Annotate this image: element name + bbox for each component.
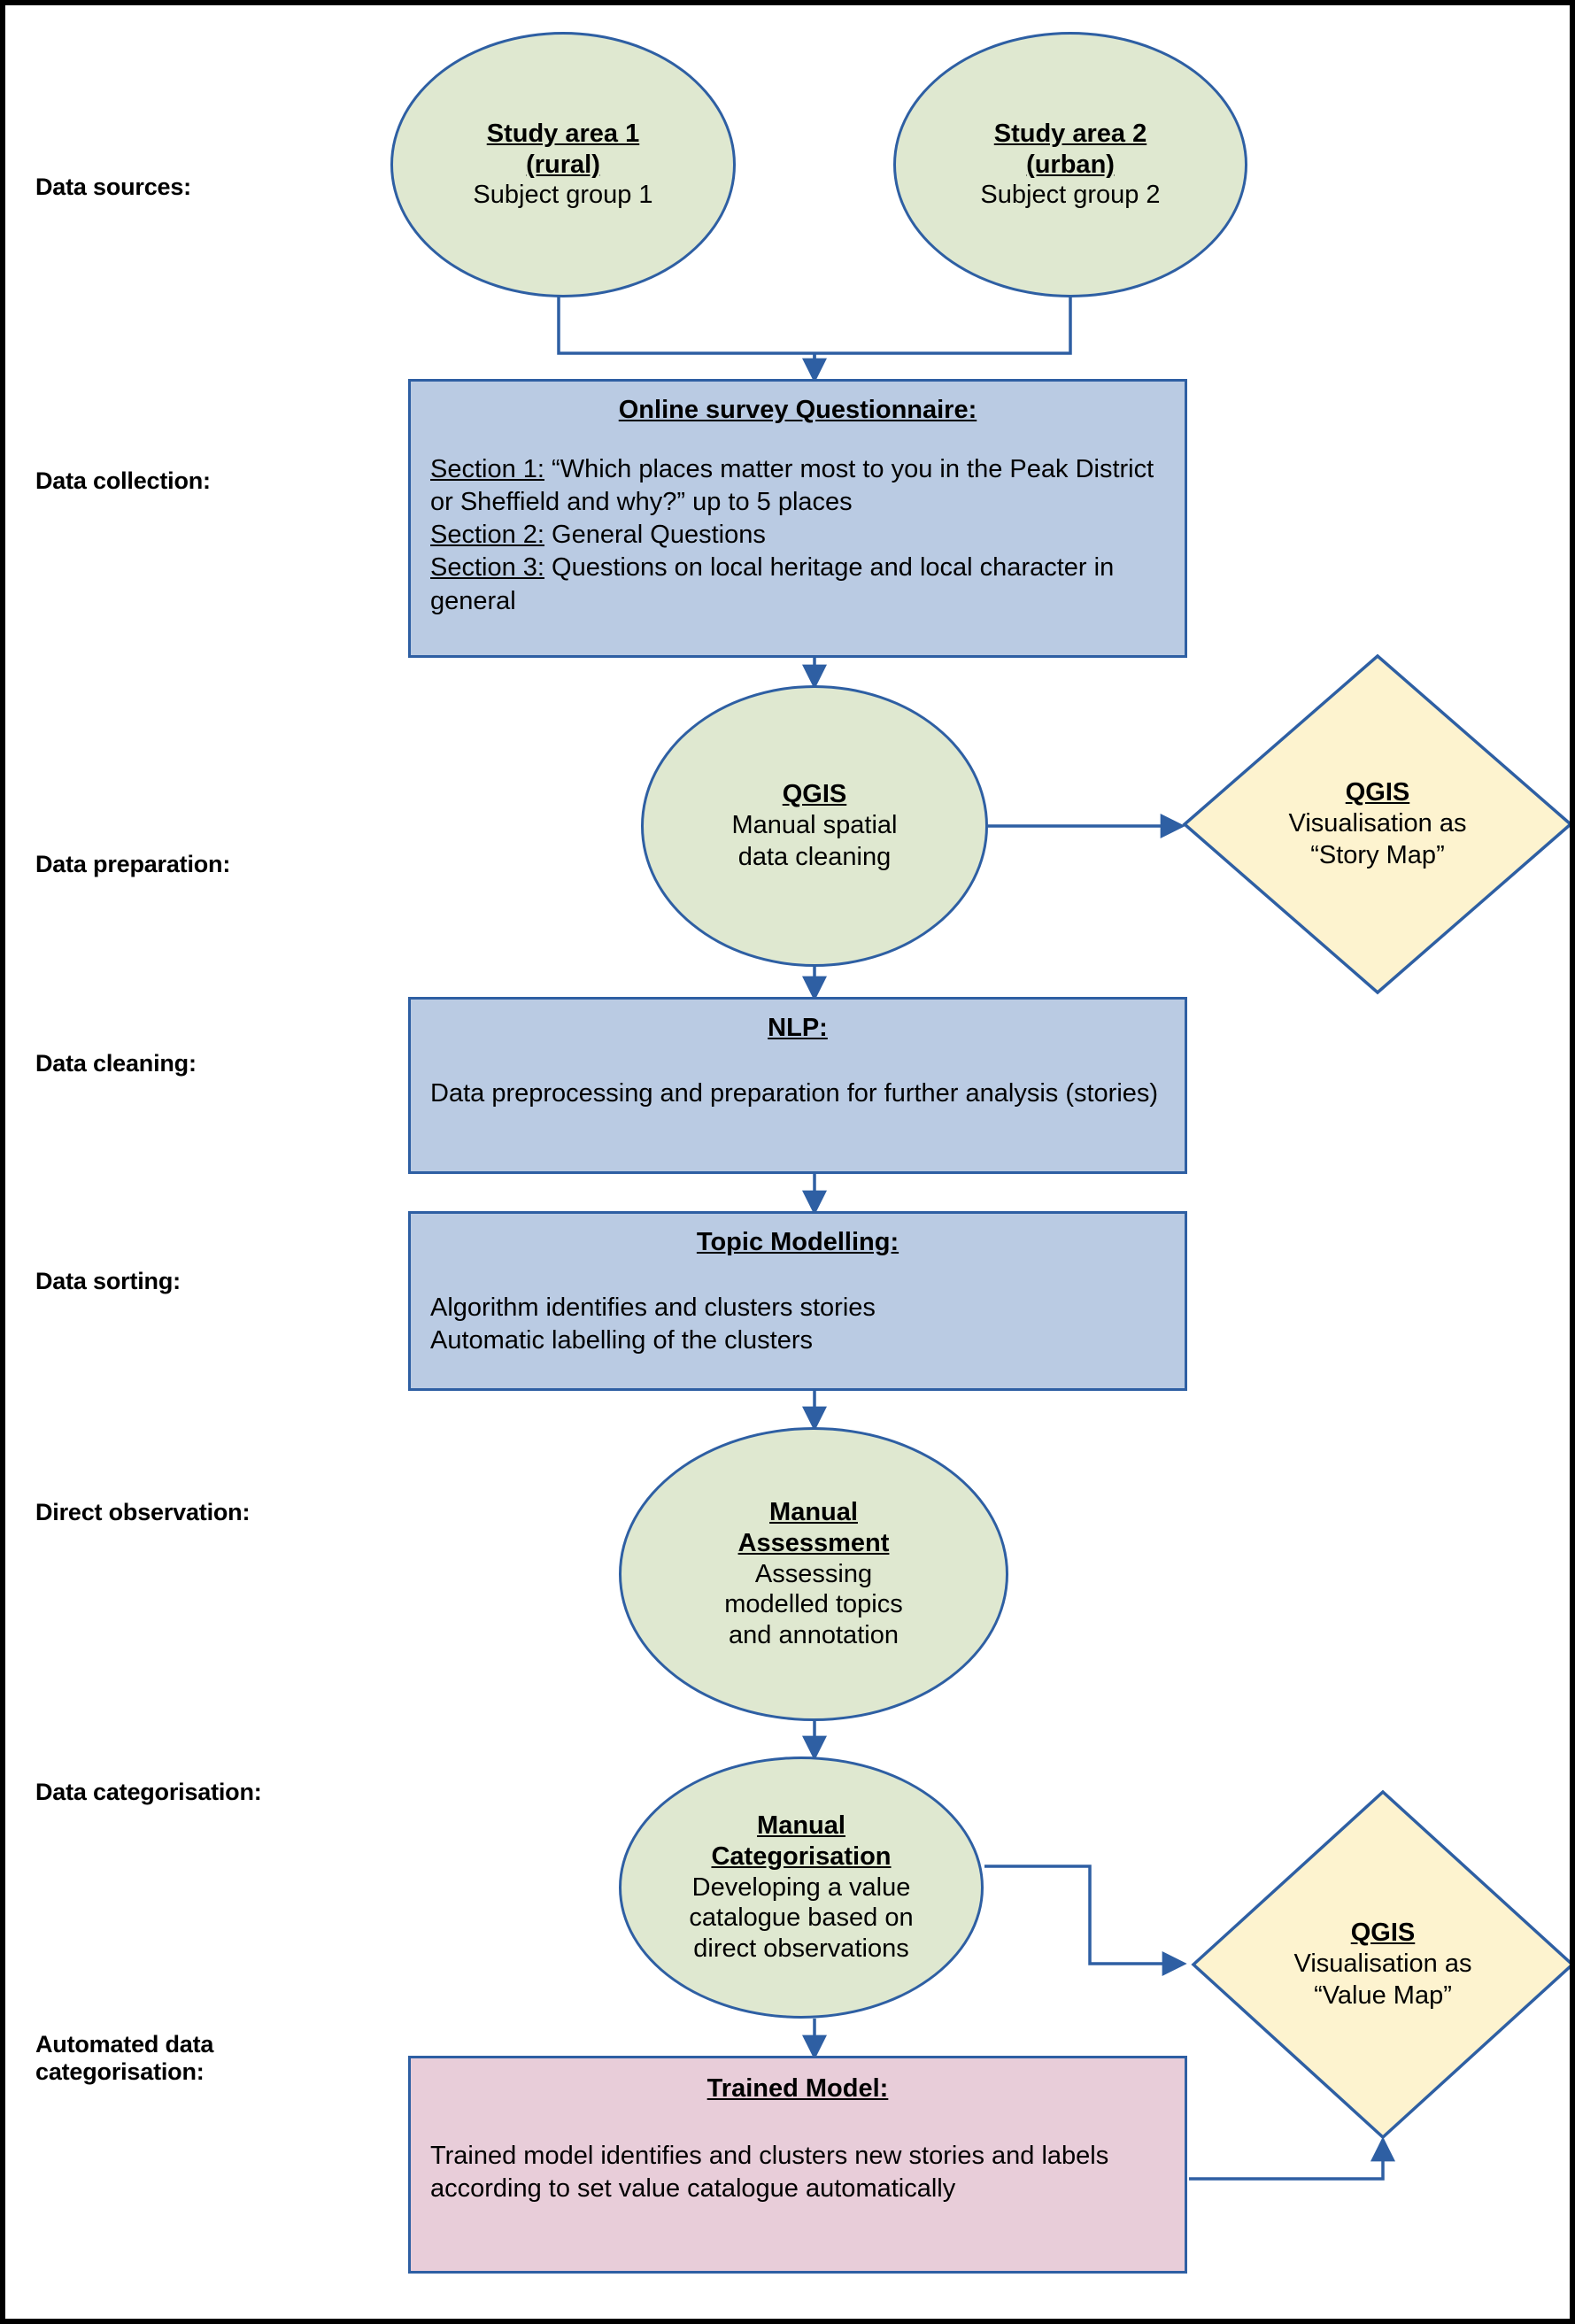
stage-label-direct-observation: Direct observation: — [35, 1499, 251, 1525]
story-map-body-line1: Visualisation as — [1288, 809, 1467, 838]
stage-label-data-categorisation: Data categorisation: — [35, 1779, 262, 1805]
node-trained-model[interactable]: Trained Model: Trained model identifies … — [408, 2056, 1187, 2274]
manual-categorisation-title-line1: Manual — [757, 1811, 845, 1840]
connector-categorisation-to-valuemap — [984, 1865, 1187, 1976]
manual-assessment-body-line3: and annotation — [729, 1621, 899, 1650]
questionnaire-section-3: Section 3: Questions on local heritage a… — [430, 552, 1165, 617]
study-area-1-body: Subject group 1 — [473, 181, 653, 210]
manual-assessment-title-line2: Assessment — [737, 1528, 890, 1557]
trained-model-title: Trained Model: — [706, 2074, 889, 2103]
manual-assessment-title-line1: Manual — [769, 1498, 858, 1526]
value-map-label: QGIS Visualisation as “Value Map” — [1241, 1889, 1525, 2040]
study-area-1-title-line2: (rural) — [526, 150, 600, 179]
node-manual-assessment[interactable]: Manual Assessment Assessing modelled top… — [619, 1427, 1008, 1721]
value-map-title: QGIS — [1350, 1918, 1416, 1947]
qgis-cleaning-title: QGIS — [782, 779, 847, 808]
story-map-body-line2: “Story Map” — [1310, 840, 1445, 869]
manual-categorisation-title-line2: Categorisation — [711, 1841, 892, 1871]
node-study-area-1[interactable]: Study area 1 (rural) Subject group 1 — [390, 32, 736, 297]
stage-label-data-preparation: Data preparation: — [35, 851, 231, 877]
connector-studyareas-merge — [557, 289, 1072, 355]
study-area-1-title-line1: Study area 1 — [486, 119, 640, 148]
nlp-title: NLP: — [768, 1014, 828, 1042]
questionnaire-section-3-label: Section 3: — [430, 553, 544, 583]
stage-label-data-sources: Data sources: — [35, 174, 191, 200]
node-manual-categorisation[interactable]: Manual Categorisation Developing a value… — [619, 1757, 984, 2019]
story-map-label: QGIS Visualisation as “Story Map” — [1236, 749, 1519, 899]
study-area-2-title-line1: Study area 2 — [993, 119, 1147, 148]
value-map-diamond[interactable] — [1191, 1789, 1572, 2140]
manual-categorisation-body-line3: direct observations — [693, 1934, 909, 1964]
value-map-body-line1: Visualisation as — [1293, 1950, 1472, 1979]
stage-label-automated-categorisation: Automated data categorisation: — [35, 2031, 214, 2085]
stage-label-data-collection: Data collection: — [35, 467, 211, 494]
manual-assessment-body-line2: modelled topics — [724, 1590, 903, 1619]
questionnaire-section-3-text: Questions on local heritage and local ch… — [430, 553, 1115, 615]
manual-categorisation-body-line2: catalogue based on — [689, 1903, 914, 1933]
nlp-body: Data preprocessing and preparation for f… — [430, 1078, 1159, 1108]
study-area-2-body: Subject group 2 — [980, 181, 1161, 210]
story-map-diamond[interactable] — [1182, 653, 1571, 995]
story-map-title: QGIS — [1345, 777, 1410, 807]
stage-label-data-cleaning: Data cleaning: — [35, 1050, 197, 1077]
questionnaire-title: Online survey Questionnaire: — [618, 396, 977, 424]
questionnaire-section-2-text: General Questions — [544, 521, 766, 550]
questionnaire-section-1-text: “Which places matter most to you in the … — [430, 455, 1154, 517]
value-map-body-line2: “Value Map” — [1314, 1980, 1452, 2010]
topic-modelling-body-line1: Algorithm identifies and clusters storie… — [430, 1293, 876, 1322]
manual-assessment-body-line1: Assessing — [754, 1559, 873, 1588]
qgis-cleaning-body-line1: Manual spatial — [731, 811, 898, 840]
questionnaire-section-2: Section 2: General Questions — [430, 519, 1165, 552]
trained-model-body: Trained model identifies and clusters ne… — [430, 2141, 1109, 2204]
node-study-area-2[interactable]: Study area 2 (urban) Subject group 2 — [893, 32, 1247, 297]
node-qgis-cleaning[interactable]: QGIS Manual spatial data cleaning — [641, 685, 988, 967]
topic-modelling-body-line2: Automatic labelling of the clusters — [430, 1326, 813, 1355]
connector-trainedmodel-to-valuemap — [1189, 2136, 1395, 2181]
node-questionnaire[interactable]: Online survey Questionnaire: Section 1: … — [408, 379, 1187, 658]
stage-label-data-sorting: Data sorting: — [35, 1268, 181, 1294]
questionnaire-section-1: Section 1: “Which places matter most to … — [430, 453, 1165, 519]
study-area-2-title-line2: (urban) — [1026, 150, 1115, 179]
manual-categorisation-body-line1: Developing a value — [691, 1872, 911, 1902]
connector-layer — [557, 289, 1572, 2181]
qgis-cleaning-body-line2: data cleaning — [737, 842, 892, 871]
topic-modelling-title: Topic Modelling: — [696, 1228, 899, 1256]
node-topic-modelling[interactable]: Topic Modelling: Algorithm identifies an… — [408, 1211, 1187, 1391]
node-nlp[interactable]: NLP: Data preprocessing and preparation … — [408, 997, 1187, 1174]
questionnaire-section-2-label: Section 2: — [430, 521, 544, 550]
questionnaire-section-1-label: Section 1: — [430, 455, 544, 484]
